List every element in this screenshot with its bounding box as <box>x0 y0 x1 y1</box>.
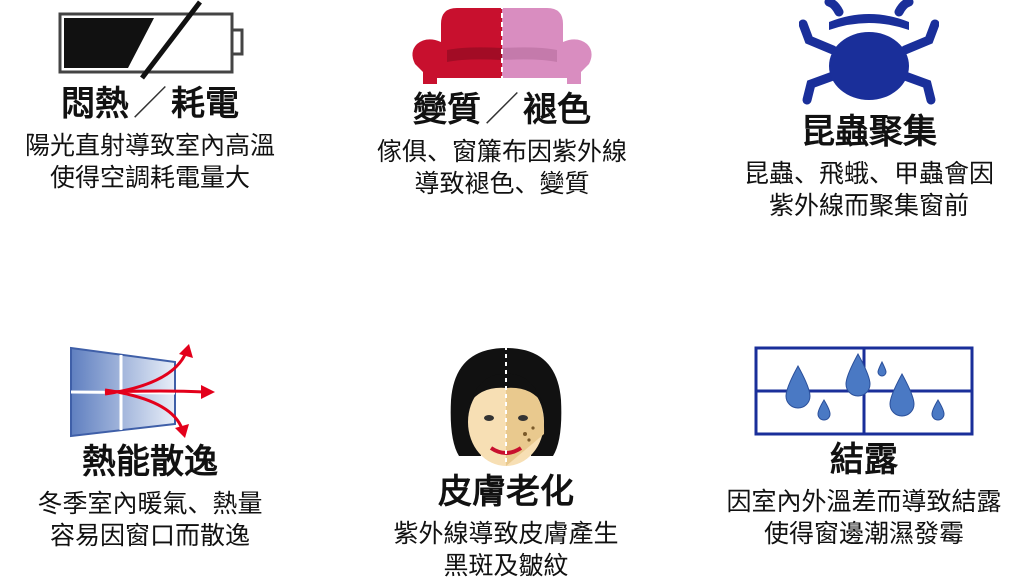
card-desc-line1: 冬季室內暖氣、熱量 <box>37 489 263 518</box>
card-desc-line1: 紫外線導致皮膚產生 <box>393 519 619 548</box>
card-title: 結露 <box>830 440 898 480</box>
card-heat-power: 悶熱／耗電 陽光直射導致室內高溫 使得空調耗電量大 <box>0 0 300 194</box>
card-fade-deterioration: 變質／褪色 傢俱、窗簾布因紫外線 導致褪色、變質 <box>352 0 652 200</box>
card-desc-line2: 使得窗邊潮濕發霉 <box>763 519 964 548</box>
card-title: 昆蟲聚集 <box>801 112 937 152</box>
card-insects: 昆蟲聚集 昆蟲、飛蛾、甲蟲會因 紫外線而聚集窗前 <box>714 0 1024 222</box>
battery-low-icon <box>58 0 244 80</box>
card-desc-line1: 因室內外溫差而導致結露 <box>726 487 1002 516</box>
card-desc-line1: 傢俱、窗簾布因紫外線 <box>376 137 627 166</box>
card-desc-line2: 黑斑及皺紋 <box>443 551 569 580</box>
window-heat-escape-icon <box>70 344 215 438</box>
card-title: 變質／褪色 <box>413 90 591 130</box>
card-heat-loss: 熱能散逸 冬季室內暖氣、熱量 容易因窗口而散逸 <box>0 344 300 552</box>
card-title: 皮膚老化 <box>438 472 574 512</box>
sofa-icon <box>412 4 592 84</box>
beetle-icon <box>799 0 939 105</box>
face-aging-icon <box>450 346 562 468</box>
card-desc-line2: 容易因窗口而散逸 <box>49 521 250 550</box>
card-desc-line2: 導致褪色、變質 <box>414 169 590 198</box>
card-desc-line1: 陽光直射導致室內高溫 <box>24 131 275 160</box>
card-desc-line1: 昆蟲、飛蛾、甲蟲會因 <box>743 159 994 188</box>
card-title: 熱能散逸 <box>82 442 218 482</box>
card-skin-aging: 皮膚老化 紫外線導致皮膚產生 黑斑及皺紋 <box>356 344 656 582</box>
window-condensation-icon <box>754 346 974 436</box>
card-desc-line2: 使得空調耗電量大 <box>49 163 250 192</box>
card-desc-line2: 紫外線而聚集窗前 <box>768 191 969 220</box>
card-condensation: 結露 因室內外溫差而導致結露 使得窗邊潮濕發霉 <box>704 344 1024 550</box>
card-title: 悶熱／耗電 <box>61 84 239 124</box>
